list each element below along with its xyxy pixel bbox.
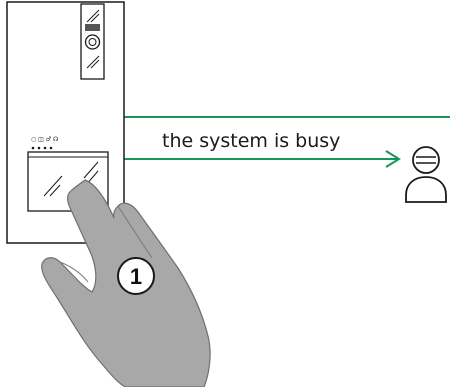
- camera-glare: [90, 59, 100, 69]
- camera-glare: [86, 9, 100, 23]
- status-led: [37, 146, 41, 150]
- camera-glare: [86, 55, 100, 69]
- status-symbols: ○ ◫ ♂ ☊: [31, 136, 58, 143]
- connection-lines: [124, 116, 450, 168]
- hand-shading: [117, 205, 153, 259]
- hand-finger-fold: [59, 261, 89, 283]
- display-glare: [83, 161, 99, 179]
- step-circle: [117, 257, 155, 295]
- camera-grid: [85, 24, 100, 31]
- camera-lens-inner: [88, 38, 97, 46]
- camera-glare: [90, 13, 100, 23]
- display-glare: [49, 184, 61, 197]
- step-number: 1: [130, 264, 142, 289]
- arrow-icon: [385, 150, 401, 168]
- status-leds: ○ ◫ ♂ ☊: [31, 136, 58, 150]
- hand-icon: 1: [41, 179, 211, 387]
- step-badge: 1: [117, 257, 155, 295]
- status-led: [49, 146, 53, 150]
- user-head: [412, 146, 440, 174]
- status-message: the system is busy: [162, 130, 340, 152]
- status-led: [31, 146, 35, 150]
- user-icon: [405, 146, 447, 203]
- camera-icon: [80, 3, 105, 80]
- display-glare: [43, 175, 63, 197]
- status-led: [43, 146, 47, 150]
- user-body: [405, 176, 447, 203]
